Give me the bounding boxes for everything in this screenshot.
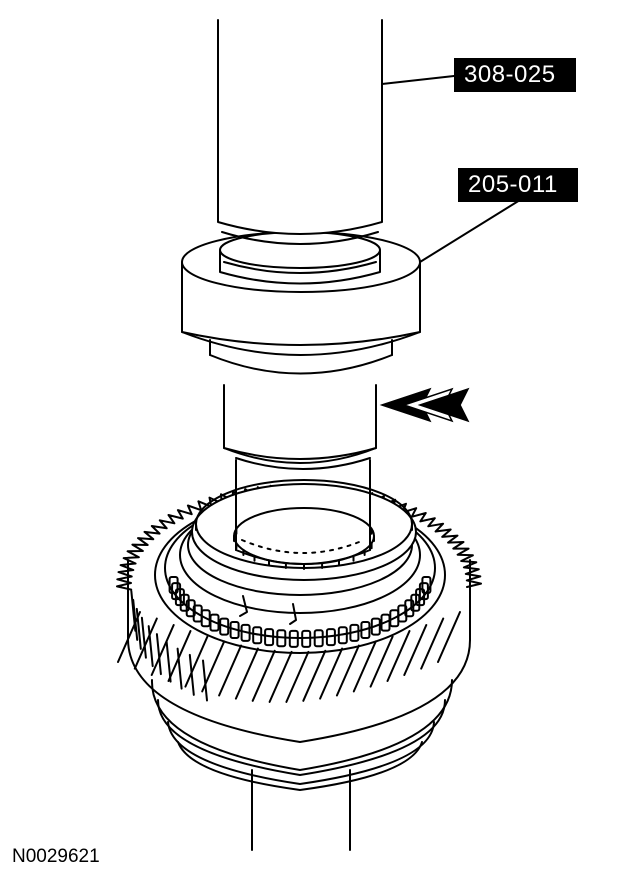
gear-tooth-flank [155,633,162,676]
gear-helix-line [251,649,276,702]
synchronizer-teeth [168,576,432,648]
sync-tooth [370,617,381,636]
sync-tooth [349,623,360,642]
figure-id: N0029621 [12,846,100,867]
installer-205-011 [181,231,421,375]
callout-205-011: 205-011 [458,168,578,202]
gear-helix-line [117,611,141,663]
sync-tooth [264,628,275,647]
gear-helix-line [352,640,377,693]
sync-tooth [179,593,190,612]
gear-helix-line [285,650,310,703]
output-shaft-stub [251,769,351,851]
leader-line-308-025 [381,75,455,85]
gear-helix-line [201,640,226,693]
gear-helix-line [167,630,192,682]
sync-tooth [219,617,230,636]
installation-arrow-icon [379,387,470,423]
sync-tooth [168,576,179,594]
sync-tooth [301,629,312,648]
gear-helix-line [302,649,327,702]
gear-helix-line [335,644,360,697]
sync-tooth [404,599,415,618]
sync-tooth [229,621,240,639]
leader-line-205-011 [419,199,521,263]
gear-helix-line [268,650,293,703]
callout-308-025: 308-025 [454,58,576,92]
gear-tooth-flank [147,625,154,668]
gear-helix-line [218,644,243,697]
sync-tooth [288,629,299,648]
gear-tooth-flank [140,616,147,659]
gear-helix-line [403,624,428,676]
gear-tooth-flank [132,598,139,641]
gear-tooth-flank [176,647,183,690]
sync-tooth [252,626,263,645]
sync-tooth [421,576,432,594]
sync-tooth [313,629,324,648]
gear-helix-line [420,617,445,670]
gear-helix-line [319,647,344,700]
gear-helix-line [234,647,259,700]
gear-helix-line [386,630,411,682]
gear-helix-line [150,624,175,676]
sync-tooth [360,621,371,639]
gear-tooth-flank [165,640,172,683]
sync-tooth [276,629,287,648]
gear-helix-line [369,635,394,688]
gear-helix-line [184,635,209,688]
handle-308-025 [217,19,383,245]
bearing-race [191,479,417,581]
input-shaft-collar [223,384,377,565]
sync-tooth [209,613,220,632]
sync-tooth [325,628,336,647]
gear-helix-line [437,611,461,663]
gear-tooth-flank [202,659,208,702]
gear-hub-rings [150,679,453,791]
sync-tooth [240,623,251,642]
gear-helix-teeth [117,611,461,703]
sync-tooth [337,626,348,645]
sync-tooth [418,582,429,601]
gear-tooth-flank [188,653,195,696]
gear-helix-line [133,617,158,670]
